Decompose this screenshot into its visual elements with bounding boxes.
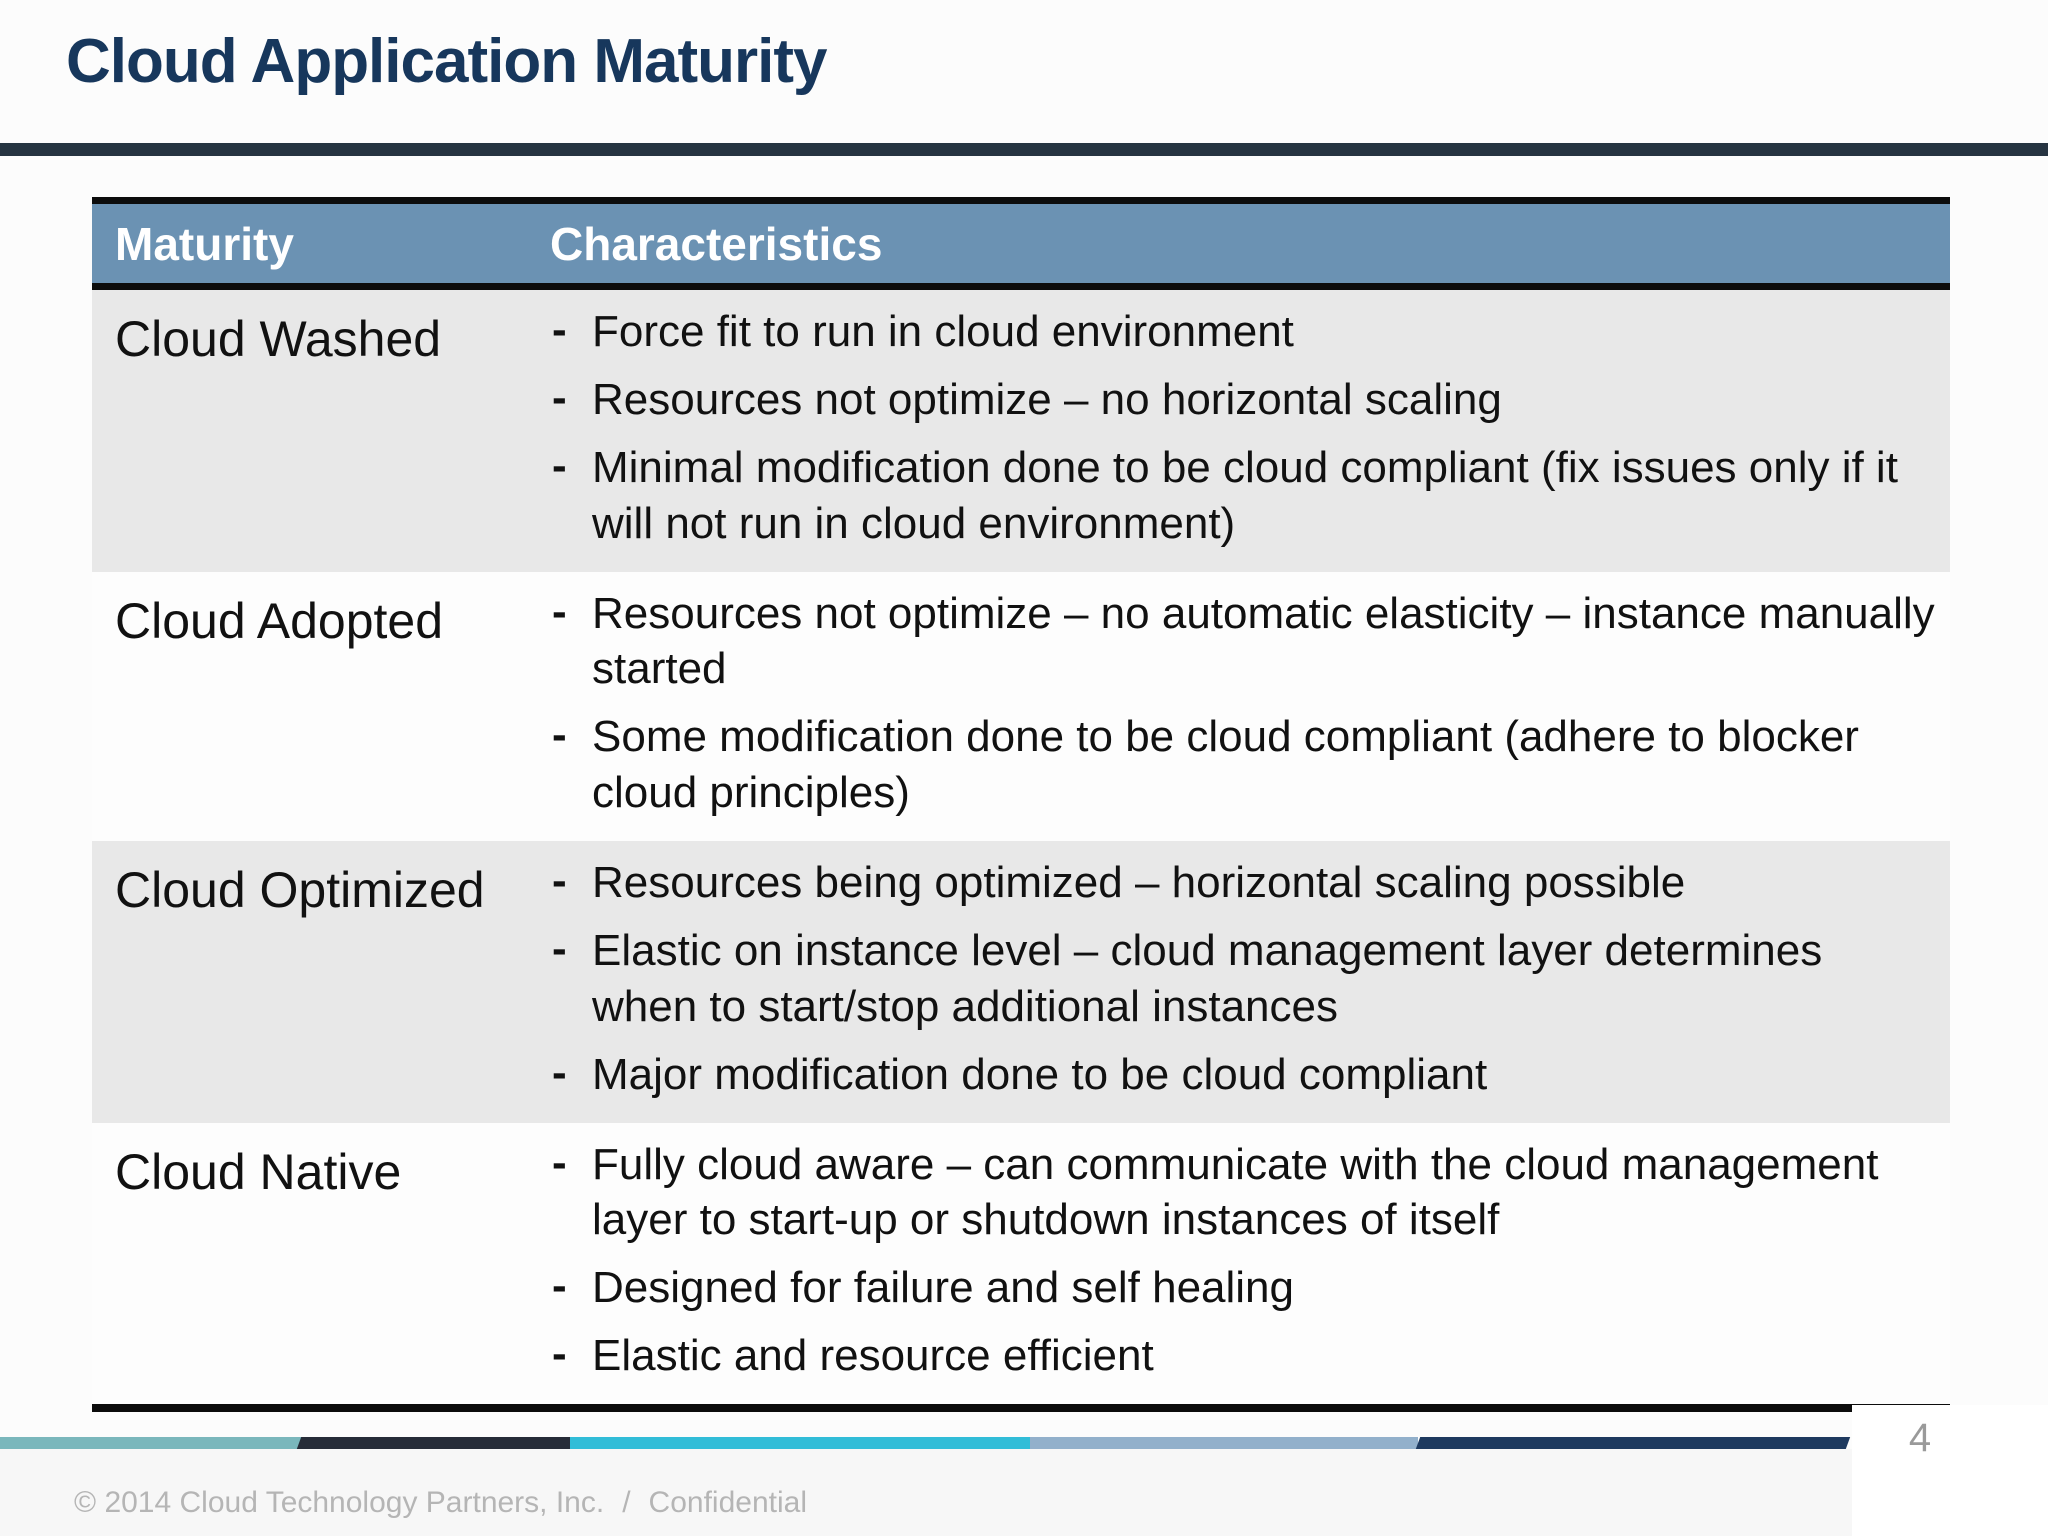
footer-strip [0,1449,2048,1536]
characteristics-list: Force fit to run in cloud environmentRes… [550,302,1938,552]
footer-copyright: © 2014 Cloud Technology Partners, Inc. / C… [74,1486,807,1520]
copyright-text: © 2014 Cloud Technology Partners, Inc. [74,1486,605,1519]
page-number-backdrop [1852,1405,2048,1536]
characteristics-cell: Fully cloud aware – can communicate with… [545,1135,1950,1385]
characteristic-item: Resources not optimize – no automatic el… [550,584,1938,698]
characteristics-list: Resources being optimized – horizontal s… [550,853,1938,1103]
bar-segment-navy [1415,1437,1851,1449]
characteristic-item: Force fit to run in cloud environment [550,302,1938,360]
bar-segment-steel-blue [1030,1437,1418,1449]
characteristic-item: Elastic on instance level – cloud manage… [550,921,1938,1035]
column-header-characteristics: Characteristics [550,217,883,270]
table-body: Cloud Washed Force fit to run in cloud e… [92,290,1950,1404]
column-header-maturity: Maturity [115,217,294,270]
confidential-label: Confidential [648,1486,807,1519]
characteristic-item: Resources not optimize – no horizontal s… [550,370,1938,428]
page-number: 4 [1908,1416,1932,1460]
maturity-label: Cloud Native [115,1143,402,1200]
characteristics-cell: Resources being optimized – horizontal s… [545,853,1950,1103]
table-header-row: Maturity Characteristics [92,204,1950,290]
characteristic-item: Resources being optimized – horizontal s… [550,853,1938,911]
bar-segment-cyan [570,1437,1030,1449]
characteristics-cell: Resources not optimize – no automatic el… [545,584,1950,822]
decorative-bottom-bar [0,1437,2048,1449]
table-row: Cloud Washed Force fit to run in cloud e… [92,290,1950,572]
characteristic-item: Some modification done to be cloud compl… [550,707,1938,821]
characteristic-item: Major modification done to be cloud comp… [550,1045,1938,1103]
table-row: Cloud Adopted Resources not optimize – n… [92,571,1950,841]
title-divider [0,143,2048,156]
bar-segment-charcoal [296,1437,576,1449]
characteristic-item: Designed for failure and self healing [550,1258,1938,1316]
maturity-label: Cloud Optimized [115,862,485,918]
table-row: Cloud Native Fully cloud aware – can com… [92,1122,1950,1404]
footer-separator: / [622,1486,631,1519]
characteristics-list: Fully cloud aware – can communicate with… [550,1135,1938,1385]
bar-segment-teal [0,1437,303,1449]
maturity-label: Cloud Washed [115,311,442,367]
maturity-table: Maturity Characteristics Cloud Washed Fo… [92,197,1950,1412]
characteristic-item: Minimal modification done to be cloud co… [550,438,1938,552]
maturity-label: Cloud Adopted [115,592,444,649]
characteristic-item: Fully cloud aware – can communicate with… [550,1135,1938,1249]
page-title: Cloud Application Maturity [66,27,827,96]
table-row: Cloud Optimized Resources being optimize… [92,841,1950,1123]
characteristics-list: Resources not optimize – no automatic el… [550,584,1938,822]
characteristics-cell: Force fit to run in cloud environmentRes… [545,302,1950,552]
characteristic-item: Elastic and resource efficient [550,1326,1938,1384]
